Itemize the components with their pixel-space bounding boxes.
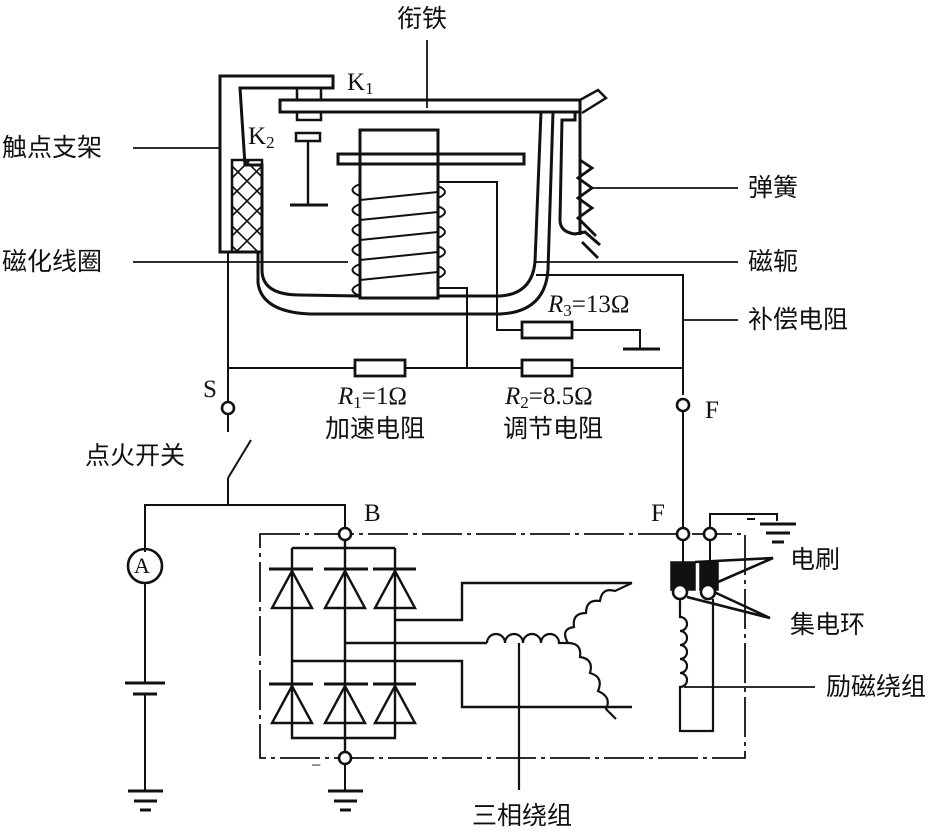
slip-ring-1 — [671, 583, 689, 601]
f-alternator-terminal — [675, 526, 691, 542]
ammeter-symbol: A — [134, 553, 150, 578]
negative-terminal — [337, 750, 353, 766]
slip-ring-2 — [699, 583, 717, 601]
label-r2: R2=8.5Ω — [505, 383, 593, 412]
label-slip-ring: 集电环 — [790, 610, 866, 639]
alternator-housing — [259, 533, 746, 759]
pole-plate — [336, 152, 526, 166]
label-spring: 弹簧 — [748, 173, 799, 202]
label-terminal-f-alternator: F — [651, 500, 665, 527]
s-terminal — [220, 400, 236, 416]
r3-resistor — [520, 320, 574, 340]
k2-contact — [294, 131, 322, 143]
label-r1: R1=1Ω — [338, 383, 407, 412]
coil-bottom-wire — [438, 287, 468, 368]
label-armature: 衔铁 — [397, 4, 448, 33]
label-ignition-switch: 点火开关 — [85, 441, 186, 470]
k1-contact-lower — [295, 110, 323, 122]
label-negative-terminal: − — [311, 755, 322, 775]
ground-terminal — [702, 526, 718, 542]
coil-to-r3-wire — [438, 181, 522, 331]
label-yoke: 磁轭 — [748, 247, 799, 276]
iron-core — [358, 128, 440, 300]
slip-ring-leader — [686, 590, 771, 620]
field-winding — [678, 599, 715, 733]
label-terminal-f-regulator: F — [705, 397, 719, 424]
label-regulating-resistor: 调节电阻 — [503, 414, 604, 443]
contact-bracket — [218, 74, 335, 254]
three-phase-winding — [485, 582, 633, 790]
label-field-winding: 励磁绕组 — [826, 672, 927, 701]
label-terminal-b: B — [364, 500, 381, 527]
top-right-wire — [536, 274, 684, 395]
spring-bracket — [558, 112, 601, 247]
label-k1: K1 — [347, 69, 374, 98]
armature-tip — [579, 88, 608, 115]
brush-leader — [694, 556, 774, 584]
ground-alternator — [328, 789, 363, 812]
ground-field — [760, 522, 796, 544]
label-contact-bracket: 触点支架 — [2, 133, 103, 162]
label-acceleration-resistor: 加速电阻 — [325, 414, 426, 443]
ground-terminal-wire — [709, 513, 778, 528]
f-regulator-terminal — [675, 397, 691, 413]
b-supply-wire — [144, 504, 346, 552]
label-compensation-resistor: 补偿电阻 — [748, 305, 849, 334]
brush-1 — [670, 561, 696, 591]
label-brush: 电刷 — [790, 545, 841, 574]
label-terminal-s: S — [203, 376, 217, 403]
ignition-switch-blade — [227, 439, 252, 479]
r2-resistor — [520, 358, 574, 378]
b-terminal — [337, 526, 353, 542]
label-k2: K2 — [248, 123, 275, 152]
armature-bar — [278, 98, 582, 114]
magnetizing-coil — [351, 183, 446, 297]
ground-battery — [128, 789, 163, 812]
label-three-phase-winding: 三相绕组 — [472, 801, 573, 830]
spring — [575, 158, 599, 259]
rectifier-bridge — [269, 540, 632, 752]
insulation-block — [230, 158, 264, 254]
k1-contact-upper — [295, 86, 323, 102]
label-r3: R3=13Ω — [548, 291, 630, 320]
r3-to-ground-wire — [572, 329, 641, 348]
r1-resistor — [353, 358, 407, 378]
label-magnetizing-coil: 磁化线圈 — [2, 247, 103, 276]
yoke — [256, 111, 555, 316]
